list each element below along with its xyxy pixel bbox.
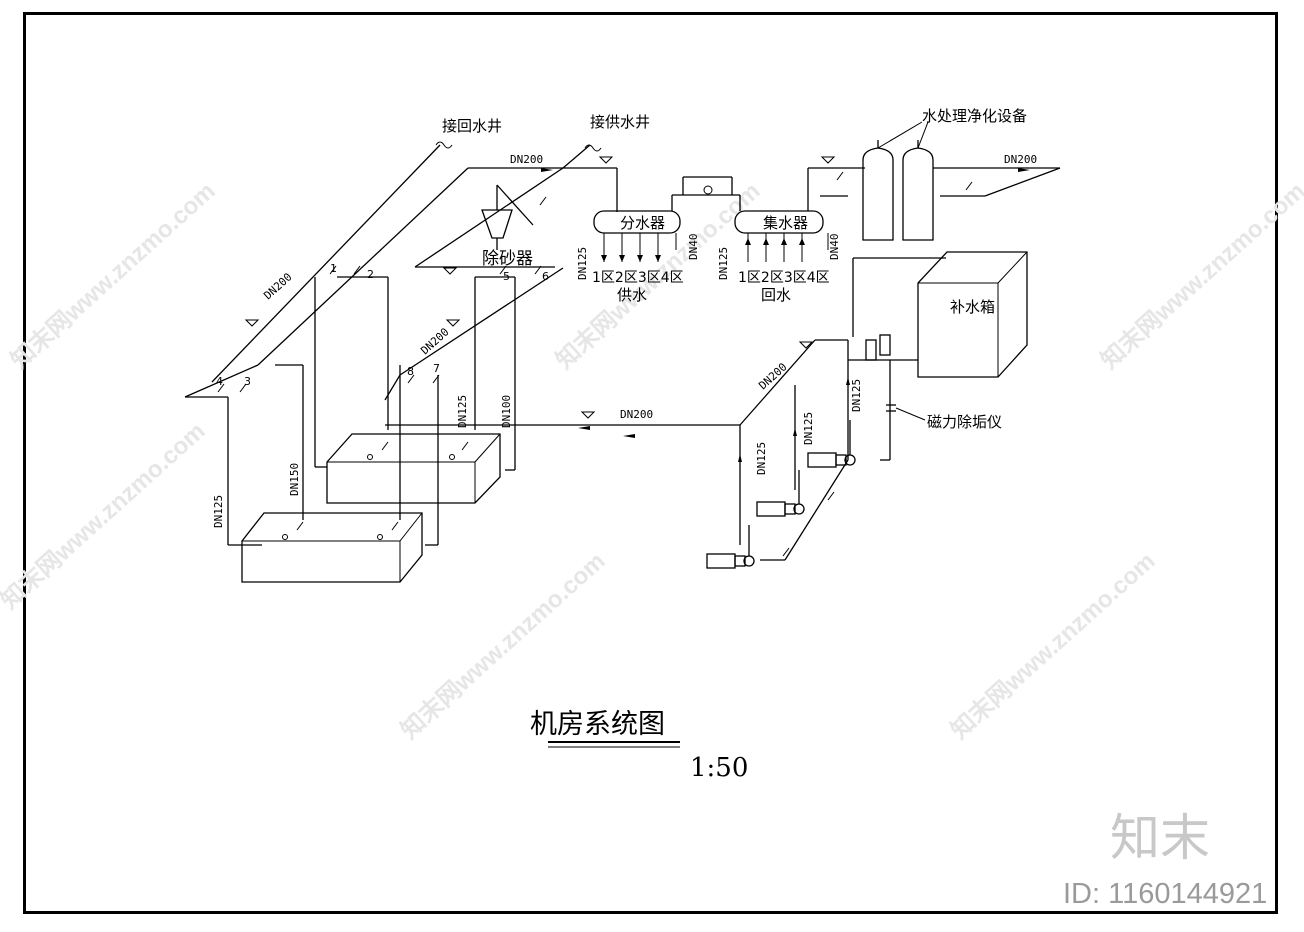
pipe-size-label: DN200 xyxy=(1004,153,1037,166)
manifolds xyxy=(593,176,829,262)
pipe-size-label: DN125 xyxy=(802,412,815,445)
drawing-title: 机房系统图 1:50 xyxy=(530,709,748,783)
makeup-pumps xyxy=(865,334,891,361)
valve-number: 7 xyxy=(433,362,440,375)
watermark-id: ID: 1160144921 xyxy=(1063,878,1267,910)
supply-zones-label: 1区2区3区4区 xyxy=(592,270,684,286)
valve-number: 1 xyxy=(330,262,337,275)
return-label: 回水 xyxy=(761,286,791,304)
pipe-size-label: DN150 xyxy=(288,463,301,496)
pipe-size-label: DN125 xyxy=(576,247,589,280)
supply-label: 供水 xyxy=(617,286,647,304)
pipe-size-label: DN200 xyxy=(510,153,543,166)
distributor-vessel xyxy=(593,210,681,234)
valve-number: 6 xyxy=(542,270,549,283)
right-piping xyxy=(706,121,1061,569)
return-zones-label: 1区2区3区4区 xyxy=(738,270,830,286)
valve-number: 5 xyxy=(503,270,510,283)
valve-number: 8 xyxy=(407,365,414,378)
supply-well-label: 接供水井 xyxy=(590,113,650,131)
left-piping xyxy=(184,141,740,583)
valve-number: 3 xyxy=(244,375,251,388)
tiled-watermark: 知末网www.znzmo.com 知末网www.znzmo.com 知末网www… xyxy=(0,177,1304,744)
distributor-label: 分水器 xyxy=(620,214,665,232)
valve-number: 2 xyxy=(367,268,374,281)
pump-1 xyxy=(706,553,755,569)
return-well-label: 接回水井 xyxy=(442,117,502,135)
collector-label: 集水器 xyxy=(763,214,808,232)
watermark-tile: 知末网www.znzmo.com xyxy=(1096,177,1304,374)
filter-vessel-1 xyxy=(862,147,894,241)
pipe-size-label: DN200 xyxy=(261,270,294,302)
pump-2 xyxy=(756,501,805,517)
drawing-frame xyxy=(23,12,1278,914)
watermark-tile: 知末网www.znzmo.com xyxy=(946,547,1161,744)
pipe-size-label: DN100 xyxy=(500,395,513,428)
collector-vessel xyxy=(734,210,824,234)
pipe-size-label: DN125 xyxy=(717,247,730,280)
water-treatment-label: 水处理净化设备 xyxy=(922,107,1027,125)
labels: 接回水井 接供水井 水处理净化设备 除砂器 分水器 集水器 补水箱 磁力除垢仪 … xyxy=(212,107,1037,528)
corner-watermark: 知末 ID: 1160144921 xyxy=(1063,809,1267,910)
pipe-size-label: DN125 xyxy=(755,442,768,475)
makeup-tank-label: 补水箱 xyxy=(950,298,995,316)
pipe-size-label: DN125 xyxy=(456,395,469,428)
filter-vessel-2 xyxy=(902,147,934,241)
pipe-size-label: DN125 xyxy=(850,379,863,412)
pipe-size-label: DN200 xyxy=(620,408,653,421)
pipe-size-label: DN40 xyxy=(828,234,841,261)
sand-separator-label: 除砂器 xyxy=(482,249,533,269)
watermark-tile: 知末网www.znzmo.com xyxy=(6,177,221,374)
diagram-title: 机房系统图 xyxy=(530,709,665,740)
pipe-size-label: DN40 xyxy=(687,234,700,261)
watermark-tile: 知末网www.znzmo.com xyxy=(0,417,211,614)
pipe-size-label: DN125 xyxy=(212,495,225,528)
scale-label: 1:50 xyxy=(690,753,748,783)
valve-number: 4 xyxy=(216,375,223,388)
magnetic-descaler-label: 磁力除垢仪 xyxy=(927,413,1002,431)
watermark-logo: 知末 xyxy=(1110,809,1210,867)
